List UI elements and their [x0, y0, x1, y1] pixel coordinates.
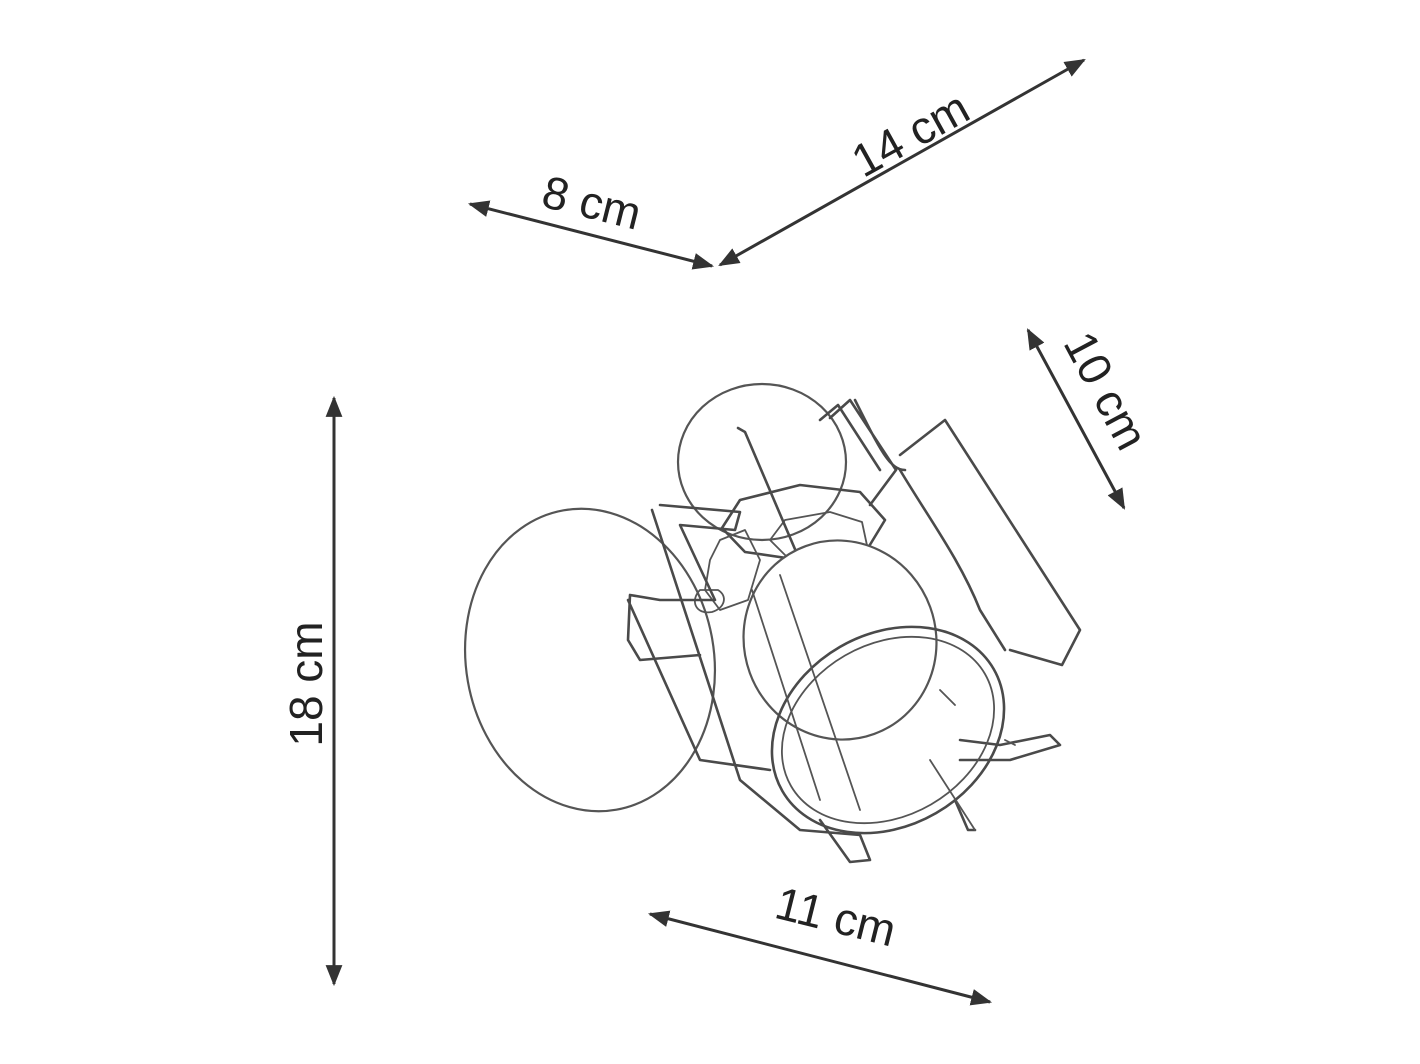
lamp-illustration	[463, 382, 1082, 864]
lamp-cage-front	[626, 403, 1062, 864]
dimension-width-bottom-label: 11 cm	[770, 877, 901, 957]
dimension-height-label: 18 cm	[280, 621, 332, 746]
lamp-cage-ring-inner	[781, 635, 995, 825]
lamp-globe-back	[676, 382, 848, 542]
lamp-cage-rear	[828, 398, 1082, 667]
lamp-cage-wires	[751, 574, 1016, 831]
dimension-width-bottom: 11 cm	[647, 877, 993, 1006]
dimension-shade-diameter-label: 10 cm	[1054, 323, 1159, 458]
dimension-depth: 8 cm	[467, 165, 715, 270]
dimension-width-bottom-arrow	[647, 910, 993, 1006]
lamp-globe-left	[463, 507, 717, 813]
dimension-width-top-arrow	[718, 58, 1086, 267]
dimension-depth-arrow	[467, 200, 715, 270]
dimension-height: 18 cm	[280, 395, 343, 987]
dimension-shade-diameter-arrow	[1026, 328, 1126, 510]
dimension-depth-label: 8 cm	[537, 165, 646, 240]
lamp-globe-front	[742, 539, 938, 741]
dimension-width-top-label: 14 cm	[843, 81, 978, 187]
dimension-width-top: 14 cm	[718, 58, 1086, 267]
lamp-cage-ring-outer	[770, 625, 1006, 835]
dimension-shade-diameter: 10 cm	[1026, 323, 1159, 510]
